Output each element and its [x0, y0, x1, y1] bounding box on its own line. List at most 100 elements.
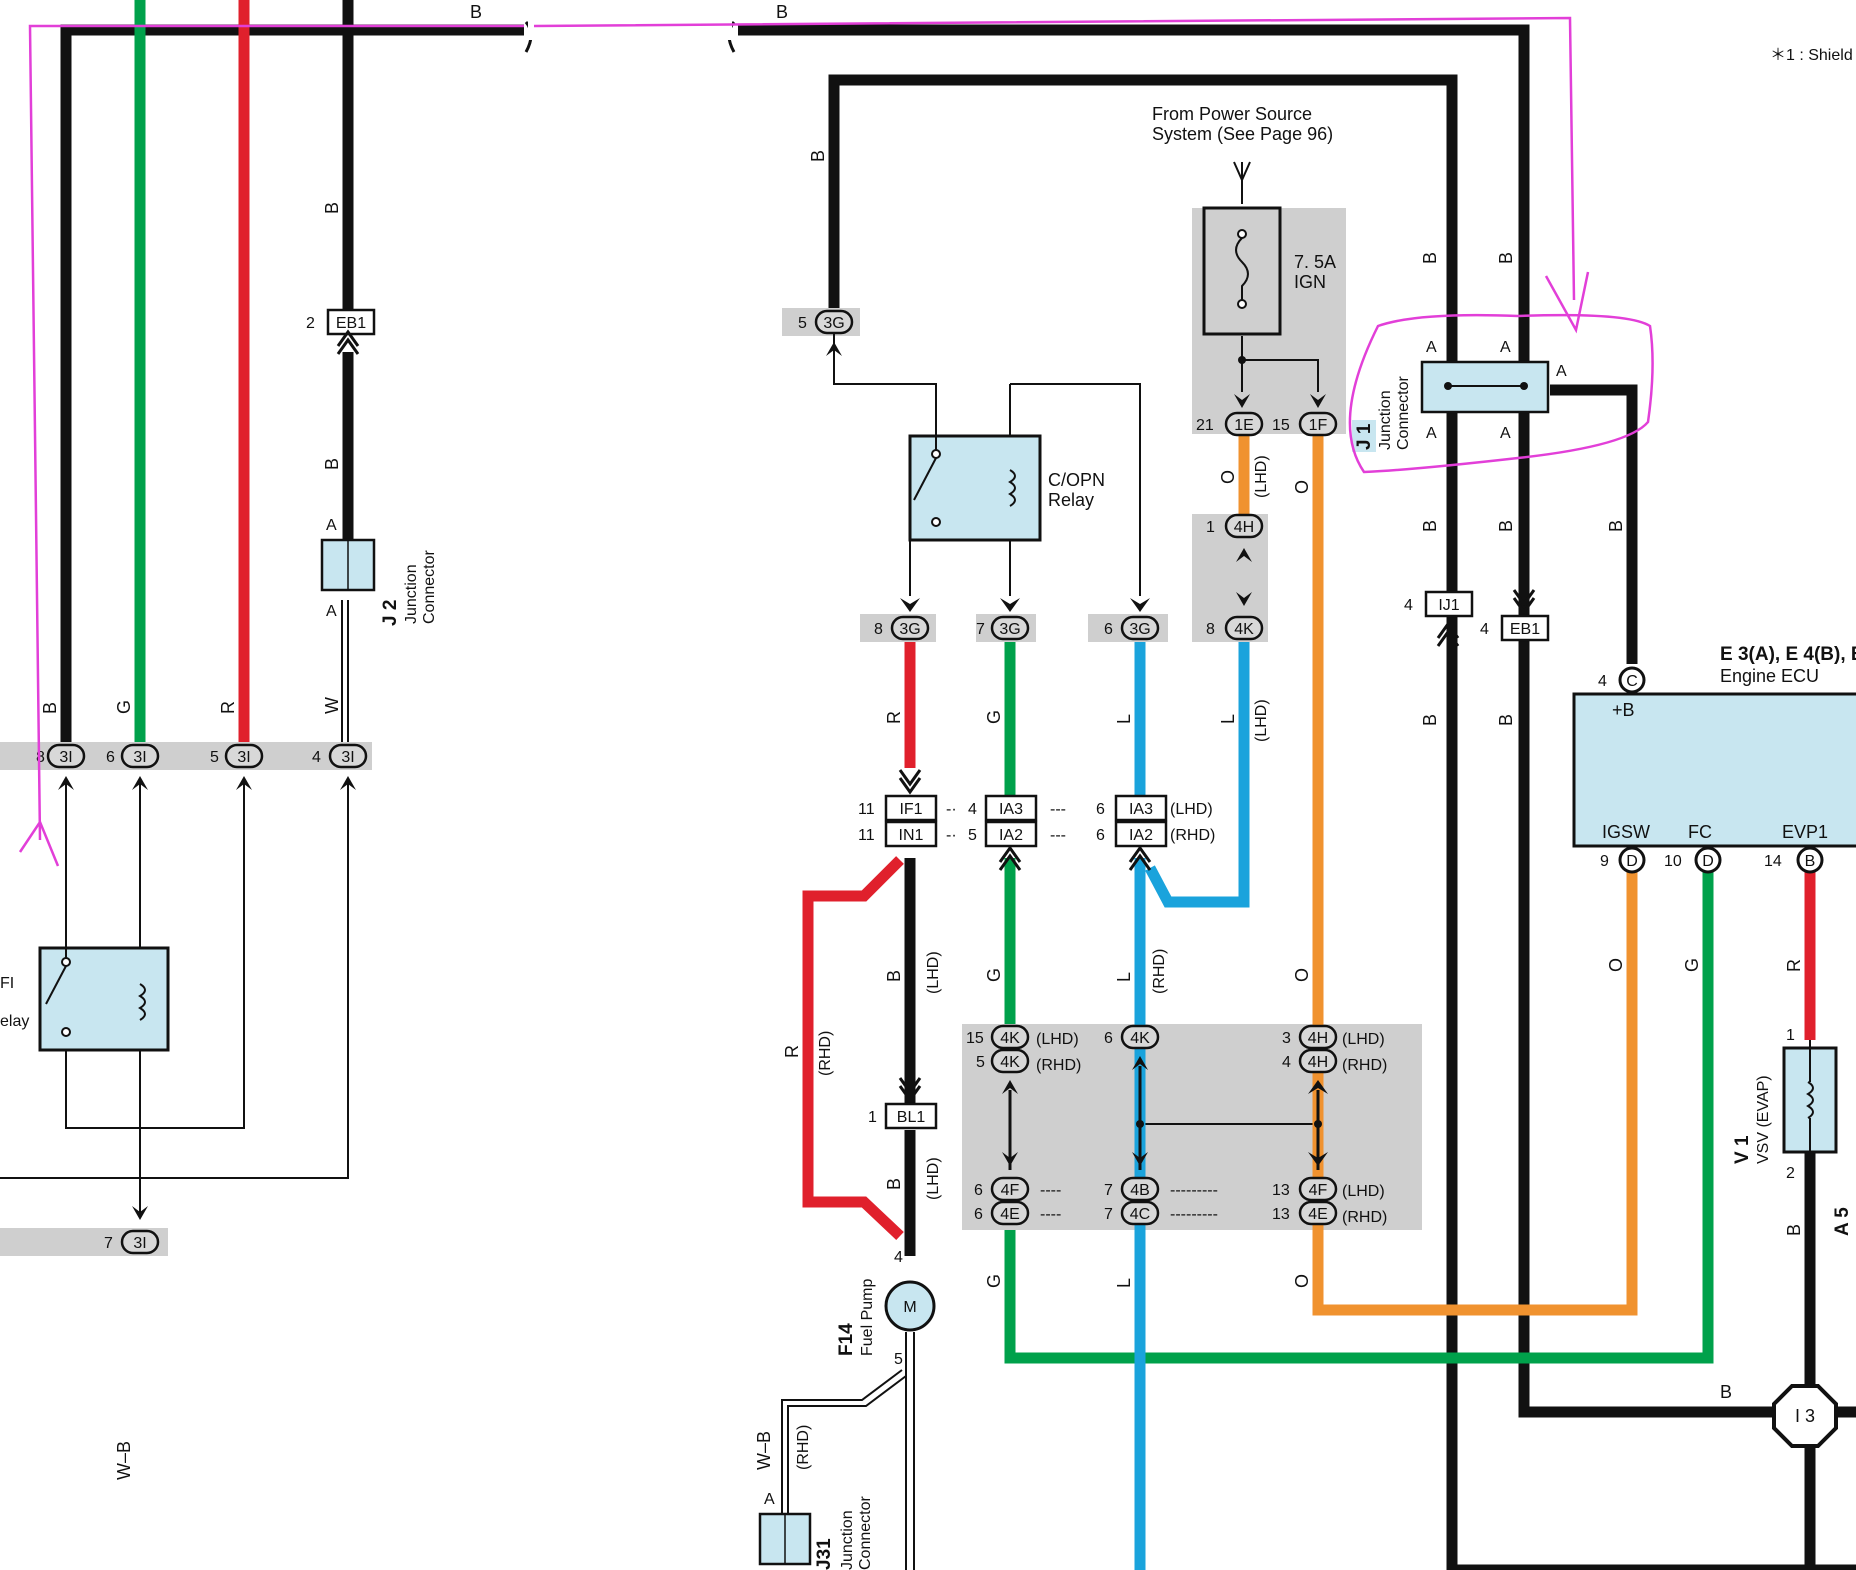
junction-i3: I 3: [1772, 1384, 1838, 1448]
svg-text:4E: 4E: [1308, 1206, 1328, 1223]
svg-text:Connector: Connector: [857, 1496, 874, 1570]
svg-text:(LHD): (LHD): [1036, 1031, 1079, 1048]
svg-text:(LHD): (LHD): [1342, 1031, 1385, 1048]
connector-3i-8: 3I 8: [36, 743, 86, 769]
connector-3g-8: 3G 8: [874, 598, 930, 641]
svg-text:1: 1: [1786, 1027, 1795, 1044]
svg-text:Connector: Connector: [1395, 376, 1412, 450]
label-b: B: [1420, 714, 1440, 726]
svg-text:F14: F14: [836, 1323, 857, 1356]
svg-text:3G: 3G: [899, 621, 920, 638]
connectors-3g: 3G 5 3G 8 3G 7 3G 6: [798, 309, 1160, 641]
svg-text:----: ----: [1040, 1182, 1061, 1199]
label-l: L: [1218, 714, 1238, 724]
svg-text:9: 9: [1600, 853, 1609, 870]
svg-text:4B: 4B: [1130, 1182, 1150, 1199]
connector-4f-13: 4F 4E 13 13: [1272, 1176, 1338, 1226]
svg-text:D: D: [1626, 853, 1638, 870]
connector-3i-6: 3I 6: [106, 743, 160, 769]
svg-text:10: 10: [1664, 853, 1682, 870]
connector-bands: [0, 208, 1422, 1256]
label-wb: W–B: [114, 1441, 134, 1480]
svg-text:C: C: [1626, 673, 1638, 690]
connector-4h-3: 4H 4H 3 4: [1282, 1024, 1338, 1170]
label-g: G: [984, 710, 1004, 724]
label-r: R: [218, 701, 238, 714]
connector-panel-4: 4K 4K 15 5 4K 6 4H 4H 3 4 4F: [966, 1024, 1338, 1226]
junction-connector-j31: A J31 Junction Connector: [758, 1491, 874, 1570]
svg-text:Junction: Junction: [403, 564, 420, 624]
svg-text:(RHD): (RHD): [1170, 827, 1215, 844]
junction-connector-j2: A A J 2 Junction Connector: [320, 517, 438, 626]
label-l: L: [1114, 714, 1134, 724]
connector-4k-15: 4K 4K 15 5: [966, 1024, 1030, 1170]
svg-text:3G: 3G: [1129, 621, 1150, 638]
svg-text:4K: 4K: [1000, 1030, 1020, 1047]
label-o: O: [1292, 1274, 1312, 1288]
connector-3i-7: 3I 7: [104, 1229, 160, 1255]
efi-relay: FI elay: [0, 928, 170, 1052]
svg-text:(LHD): (LHD): [1253, 455, 1270, 498]
svg-text:IA2: IA2: [999, 827, 1023, 844]
svg-text:IGSW: IGSW: [1602, 822, 1650, 842]
svg-text:4C: 4C: [1130, 1206, 1150, 1223]
svg-text:3I: 3I: [133, 749, 146, 766]
junction-connector-j1: A A A A A J 1 Junction Connector: [1352, 339, 1567, 452]
svg-text:4F: 4F: [1309, 1182, 1328, 1199]
connector-1f-15: 1F 15: [1272, 394, 1338, 437]
label-r: R: [884, 711, 904, 724]
label-g: G: [1682, 958, 1702, 972]
connector-3i-5: 3I 5: [210, 743, 264, 769]
svg-text:6: 6: [1096, 827, 1105, 844]
svg-text:1: 1: [1206, 519, 1215, 536]
connector-ij1: IJ1 4: [1404, 590, 1474, 647]
svg-text:6: 6: [1096, 801, 1105, 818]
svg-text:A: A: [1426, 425, 1437, 442]
svg-text:1E: 1E: [1234, 417, 1254, 434]
svg-text:A 5: A 5: [1832, 1207, 1853, 1236]
svg-text:7: 7: [1104, 1206, 1113, 1223]
svg-text:6: 6: [106, 749, 115, 766]
svg-text:8: 8: [1206, 621, 1215, 638]
svg-text:EVP1: EVP1: [1782, 822, 1828, 842]
svg-text:21: 21: [1196, 417, 1214, 434]
connectors-ia3-ia2-right: --- --- 6 6 IA3 IA2: [1050, 794, 1168, 871]
svg-text:(LHD): (LHD): [925, 1157, 942, 1200]
main-wires: [134, 0, 1856, 1570]
copn-relay: C/OPN Relay: [908, 434, 1105, 542]
label-b: B: [1420, 252, 1440, 264]
svg-text:Relay: Relay: [1048, 490, 1094, 510]
svg-text:3: 3: [1282, 1030, 1291, 1047]
label-w: W: [322, 697, 342, 714]
svg-text:3I: 3I: [133, 1235, 146, 1252]
svg-text:14: 14: [1764, 853, 1782, 870]
svg-text:4H: 4H: [1234, 519, 1254, 536]
svg-text:FC: FC: [1688, 822, 1712, 842]
svg-text:(RHD): (RHD): [1342, 1209, 1387, 1226]
connector-4k-6: 4K 6: [1104, 1024, 1160, 1170]
svg-text:(LHD): (LHD): [925, 951, 942, 994]
svg-text:7: 7: [104, 1235, 113, 1252]
svg-text:4: 4: [1480, 621, 1489, 638]
svg-text:From Power Source: From Power Source: [1152, 104, 1312, 124]
svg-text:(LHD): (LHD): [1342, 1183, 1385, 1200]
label-b: B: [1784, 1224, 1804, 1236]
svg-text:1F: 1F: [1309, 417, 1328, 434]
svg-text:---------: ---------: [1170, 1206, 1218, 1223]
svg-text:I 3: I 3: [1795, 1406, 1815, 1426]
svg-text:6: 6: [974, 1182, 983, 1199]
svg-text:4H: 4H: [1308, 1030, 1328, 1047]
svg-text:---------: ---------: [1170, 1182, 1218, 1199]
svg-text:V 1: V 1: [1732, 1135, 1753, 1164]
svg-text:13: 13: [1272, 1182, 1290, 1199]
label-wb: W–B: [754, 1431, 774, 1470]
svg-text:5: 5: [894, 1351, 903, 1368]
svg-text:Engine ECU: Engine ECU: [1720, 666, 1819, 686]
svg-text:(RHD): (RHD): [1342, 1057, 1387, 1074]
fuel-pump-f14: M 4 5 F14 Fuel Pump: [781, 1249, 936, 1570]
svg-text:3G: 3G: [823, 315, 844, 332]
label-g: G: [984, 1274, 1004, 1288]
label-b: B: [1720, 1382, 1732, 1402]
label-r: R: [1784, 959, 1804, 972]
